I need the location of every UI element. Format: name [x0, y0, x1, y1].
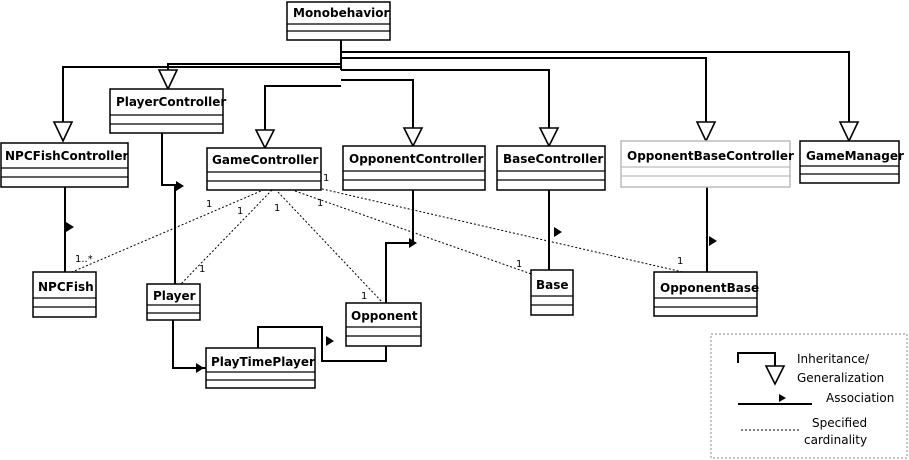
class-playercontroller[interactable]: PlayerController — [109, 88, 226, 134]
inheritance-arrowheads — [52, 69, 860, 150]
card-line-gc-opponent — [277, 191, 384, 304]
assoc-player-playtimeplayer — [172, 320, 206, 369]
inheritance-lines — [62, 40, 850, 130]
assoc-opponentcontroller-opponent — [385, 190, 414, 303]
legend-inheritance-symbol — [737, 352, 786, 386]
card-label-gc-base: 1 — [317, 198, 323, 209]
legend: Inheritance/ Generalization Association … — [710, 333, 908, 459]
card-line-gc-base — [294, 190, 541, 278]
class-name-basecontroller: BaseController — [503, 152, 603, 166]
inherit-line-gamecontroller — [264, 85, 341, 130]
legend-box — [710, 333, 908, 459]
card-label-gc-player: 1 — [237, 206, 243, 217]
class-name-monobehavior: Monobehavior — [293, 6, 390, 20]
assoc-playercontroller-player — [161, 133, 176, 284]
class-name-gamecontroller: GameController — [212, 153, 318, 167]
association-lines — [64, 133, 708, 369]
cardinality-labels: 1 1 1..* 1 1 1 1 1 1 1 — [75, 173, 683, 302]
triangle-npcfishcontroller — [52, 121, 74, 143]
class-base[interactable]: Base — [530, 269, 574, 316]
assoc-marker-playtimeplayer-opponent — [326, 336, 334, 346]
triangle-gamemanager — [838, 121, 860, 143]
assoc-playtimeplayer-opponent — [257, 326, 387, 362]
class-name-player: Player — [153, 289, 196, 303]
class-name-gamemanager: GameManager — [806, 149, 904, 163]
inherit-line-opponentcontroller — [341, 79, 414, 128]
card-label-gc-opponentbase: 1 — [323, 173, 329, 184]
legend-inheritance-label-1: Inheritance/ — [797, 352, 870, 366]
assoc-marker-npcfish — [66, 222, 74, 232]
card-label-npcfish-many: 1..* — [75, 254, 93, 265]
assoc-marker-playtimeplayer — [196, 363, 204, 373]
class-name-playtimeplayer: PlayTimePlayer — [211, 355, 315, 369]
card-label-opponentbase: 1 — [677, 256, 683, 267]
legend-inheritance-label-2: Generalization — [797, 371, 884, 385]
cardinality-lines — [71, 187, 701, 304]
legend-cardinality-label-2: cardinality — [804, 433, 867, 447]
inherit-line-gamemanager — [341, 51, 850, 122]
legend-association-label: Association — [826, 391, 894, 405]
class-npcfishcontroller[interactable]: NPCFishController — [0, 142, 129, 188]
card-label-gc-npcfish: 1 — [206, 199, 212, 210]
card-label-base: 1 — [516, 259, 522, 270]
class-opponent[interactable]: Opponent — [345, 302, 422, 347]
legend-cardinality-label-1: Specified — [812, 416, 867, 430]
triangle-opponentcontroller — [402, 127, 424, 148]
triangle-opponentbasecontroller — [695, 121, 717, 143]
class-name-npcfish: NPCFish — [38, 280, 94, 294]
class-name-opponent: Opponent — [351, 309, 418, 323]
legend-association-symbol — [738, 394, 812, 405]
assoc-marker-opponentbase — [709, 236, 717, 246]
class-monobehavior[interactable]: Monobehavior — [286, 1, 391, 41]
inherit-line-basecontroller — [341, 69, 550, 128]
inherit-line-opponentbasecontroller — [341, 57, 707, 122]
card-line-gc-player — [179, 189, 273, 286]
assoc-marker-opponent — [409, 238, 417, 248]
card-label-opponent: 1 — [361, 291, 367, 302]
class-name-opponentbase: OpponentBase — [660, 281, 759, 295]
assoc-marker-player — [176, 181, 184, 191]
class-basecontroller[interactable]: BaseController — [496, 145, 606, 191]
class-gamecontroller[interactable]: GameController — [206, 147, 322, 191]
class-playtimeplayer[interactable]: PlayTimePlayer — [205, 347, 316, 389]
class-name-opponentbasecontroller: OpponentBaseController — [627, 149, 794, 163]
class-name-npcfishcontroller: NPCFishController — [5, 149, 128, 163]
inherit-line-npcfishcontroller — [62, 66, 341, 122]
card-label-player: 1 — [199, 264, 205, 275]
card-label-gc-opponent: 1 — [274, 203, 280, 214]
triangle-basecontroller — [538, 127, 560, 148]
card-line-gc-npcfish — [71, 187, 269, 273]
triangle-playercontroller — [157, 69, 179, 91]
class-opponentcontroller[interactable]: OpponentController — [342, 145, 486, 191]
assoc-marker-base — [554, 227, 562, 237]
class-player[interactable]: Player — [146, 283, 201, 321]
triangle-gamecontroller — [254, 129, 276, 150]
class-name-opponentcontroller: OpponentController — [349, 152, 483, 166]
card-line-gc-opponentbase — [317, 187, 701, 277]
class-name-playercontroller: PlayerController — [116, 95, 226, 109]
association-markers — [66, 181, 717, 373]
class-npcfish[interactable]: NPCFish — [32, 271, 97, 318]
class-name-base: Base — [536, 278, 569, 292]
class-gamemanager[interactable]: GameManager — [799, 140, 904, 184]
class-opponentbasecontroller[interactable]: OpponentBaseController — [620, 140, 794, 188]
class-opponentbase[interactable]: OpponentBase — [653, 271, 759, 317]
